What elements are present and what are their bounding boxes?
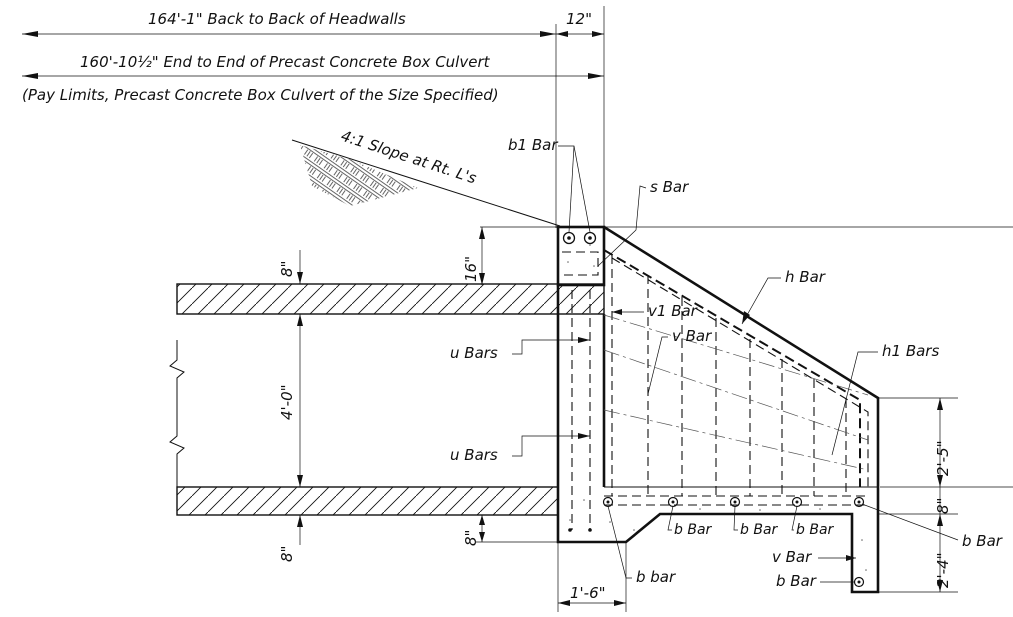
concrete-stipple xyxy=(567,244,867,571)
culvert-dimensions: 8" 4'-0" 8" 16" 8" xyxy=(278,226,558,562)
label-b1-bar: b1 Bar xyxy=(508,136,558,154)
label-b-bar-3: b Bar xyxy=(796,522,835,538)
label-b-bar-lower: b Bar xyxy=(776,572,817,590)
box-culvert xyxy=(169,283,605,516)
label-h-bar: h Bar xyxy=(785,268,826,286)
label-v-bar-lower: v Bar xyxy=(772,548,812,566)
dim-top-slab: 8" xyxy=(278,261,296,277)
dim-pay-limits: (Pay Limits, Precast Concrete Box Culver… xyxy=(22,86,499,104)
dim-end-to-end: 160'-10½" End to End of Precast Concrete… xyxy=(80,53,491,71)
dim-wall-height: 2'-5" xyxy=(934,440,952,476)
label-u-bars-bottom: u Bars xyxy=(450,446,498,464)
label-v1-bar: v1 Bar xyxy=(648,302,698,320)
label-b-bar-2: b Bar xyxy=(740,522,779,538)
v-bars xyxy=(611,255,847,496)
s-bar-stirrup xyxy=(562,251,599,276)
dim-footing-thickness: 8" xyxy=(934,498,952,514)
label-b-bar-right: b Bar xyxy=(962,532,1003,550)
bar-callouts: b1 Bar s Bar h Bar v1 Bar v Bar h1 Bars … xyxy=(450,136,1003,590)
label-u-bars-top: u Bars xyxy=(450,344,498,362)
dim-opening: 4'-0" xyxy=(278,384,296,420)
label-b-bar-small: b bar xyxy=(636,568,676,586)
dim-twelve-inch: 12" xyxy=(566,10,592,28)
h1-bars xyxy=(603,314,869,471)
label-v-bar: v Bar xyxy=(672,327,712,345)
dim-apron: 8" xyxy=(462,530,480,546)
top-dimensions: 164'-1" Back to Back of Headwalls 12" 16… xyxy=(22,6,605,228)
dim-back-to-back: 164'-1" Back to Back of Headwalls xyxy=(148,10,406,28)
headwall xyxy=(556,225,880,594)
dim-bottom-slab: 8" xyxy=(278,546,296,562)
u-bars xyxy=(571,290,591,530)
dim-cap: 16" xyxy=(462,256,480,282)
wingwall-dimensions: 2'-5" 8" 2'-4" 1'-6" xyxy=(557,397,958,612)
dim-cutoff-depth: 2'-4" xyxy=(934,552,952,588)
label-h1-bars: h1 Bars xyxy=(882,342,939,360)
label-b-bar-1: b Bar xyxy=(674,522,713,538)
label-s-bar: s Bar xyxy=(650,178,689,196)
dim-footing-width: 1'-6" xyxy=(570,584,606,602)
